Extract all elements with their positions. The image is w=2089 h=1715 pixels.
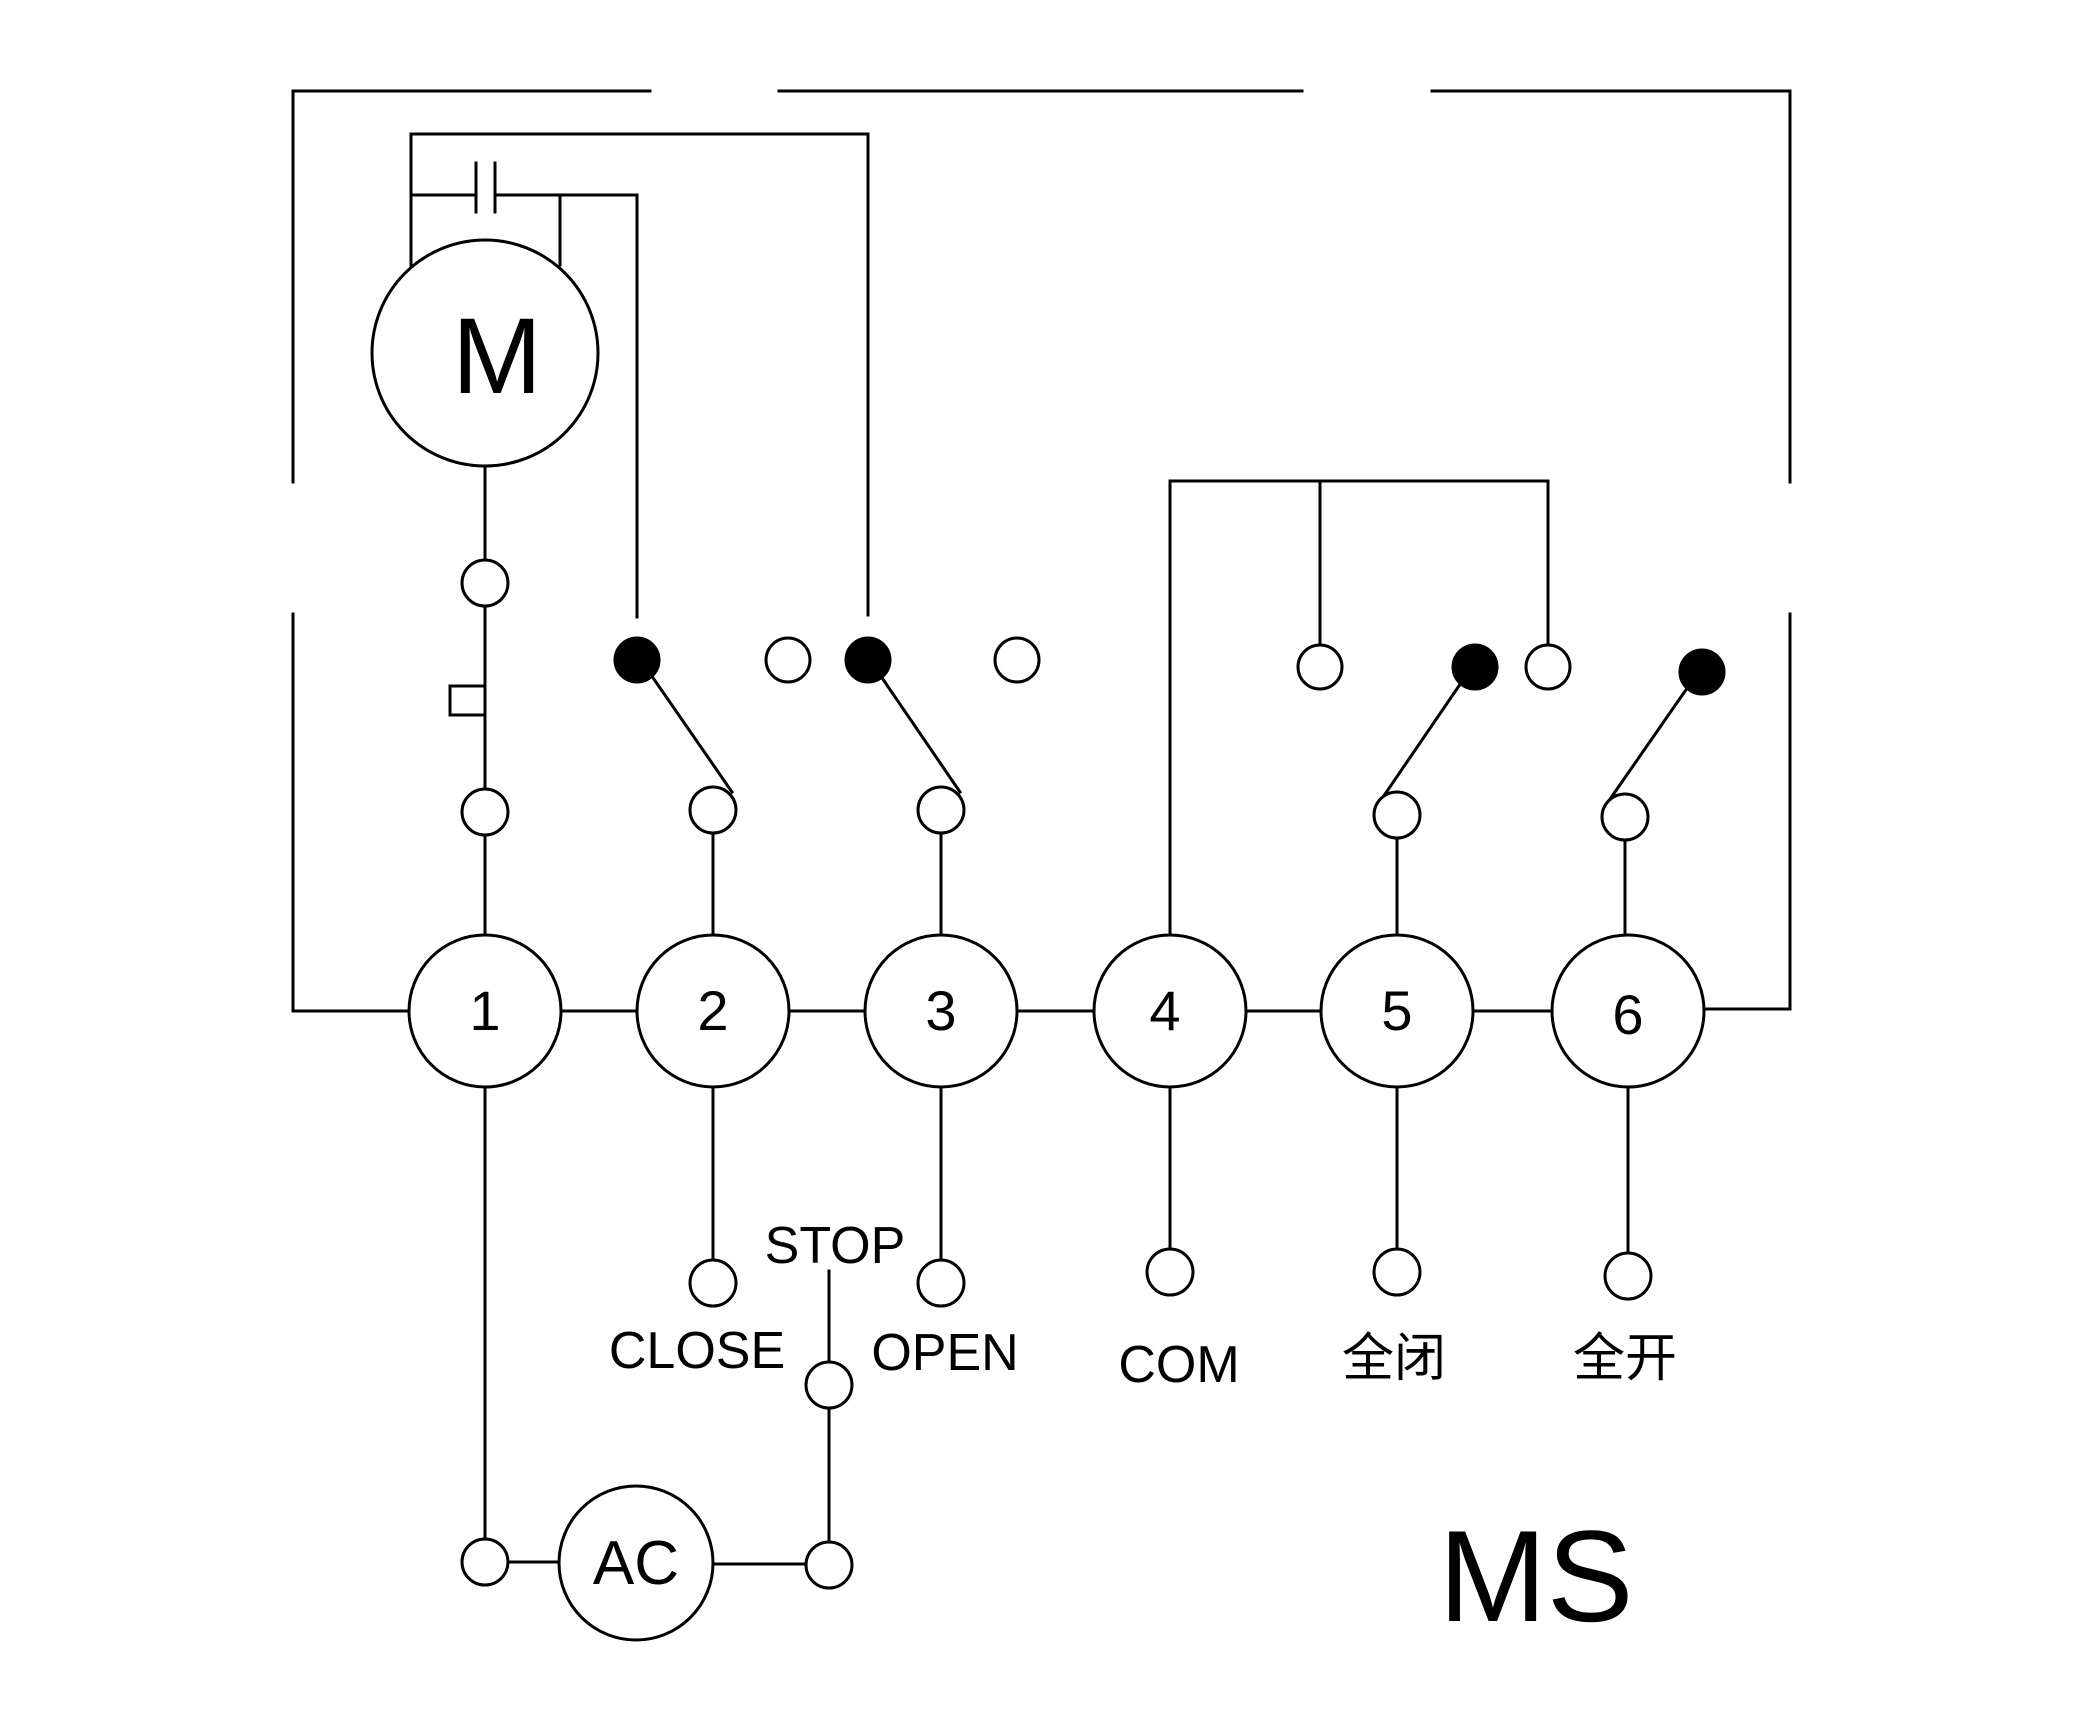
motor-circle [370, 238, 600, 468]
output-com-terminal [1145, 1247, 1195, 1297]
motor-label: M [452, 295, 542, 416]
label-open: OPEN [871, 1324, 1018, 1382]
thermal-protector [460, 558, 510, 837]
terminal-3-label: 3 [925, 979, 956, 1042]
switch-contact-open-nc [993, 636, 1041, 684]
stop-terminal [804, 1360, 854, 1410]
ac-power: AC [460, 1085, 854, 1642]
diagram-title: MS [1439, 1503, 1634, 1649]
motor: M [370, 238, 600, 468]
switch-contact-4b [1524, 643, 1572, 691]
terminal-6: 6 [1550, 933, 1706, 1089]
output-labels: CLOSE STOP OPEN COM 全闭 全开 [609, 1217, 1677, 1394]
terminal-6-label: 6 [1612, 983, 1643, 1046]
label-close: CLOSE [609, 1322, 785, 1380]
switch-contact-close-nc [764, 636, 812, 684]
terminal-5-label: 5 [1381, 979, 1412, 1042]
switch-contact-open-common [844, 636, 892, 684]
label-fully-closed: 全闭 [1342, 1329, 1446, 1389]
output-fully-open-terminal [1603, 1251, 1653, 1301]
ac-label: AC [593, 1529, 679, 1598]
com-bus [1168, 479, 1550, 939]
label-stop: STOP [765, 1217, 906, 1275]
switch-arms [646, 669, 1693, 939]
outer-frame [291, 89, 1792, 1013]
motor-wiring [409, 132, 870, 945]
output-open-terminal [916, 1258, 966, 1308]
terminal-2-label: 2 [697, 979, 728, 1042]
output-close-terminal [688, 1258, 738, 1308]
switch-contact-4a [1296, 643, 1344, 691]
terminal-4-label: 4 [1149, 979, 1180, 1042]
output-leads [688, 1085, 1653, 1544]
label-fully-open: 全开 [1573, 1329, 1677, 1389]
switch-contact-5-no [1451, 643, 1499, 691]
output-fully-closed-terminal [1372, 1247, 1422, 1297]
terminal-2: 2 [635, 933, 791, 1089]
limit-switch-contacts [613, 636, 1726, 696]
terminal-1-label: 1 [469, 979, 500, 1042]
label-com: COM [1118, 1336, 1239, 1394]
terminal-4: 4 [1092, 933, 1248, 1089]
terminal-1: 1 [407, 933, 563, 1089]
terminal-5: 5 [1319, 933, 1475, 1089]
terminal-3: 3 [863, 933, 1019, 1089]
terminal-strip: 1 2 3 4 5 6 [407, 933, 1706, 1089]
